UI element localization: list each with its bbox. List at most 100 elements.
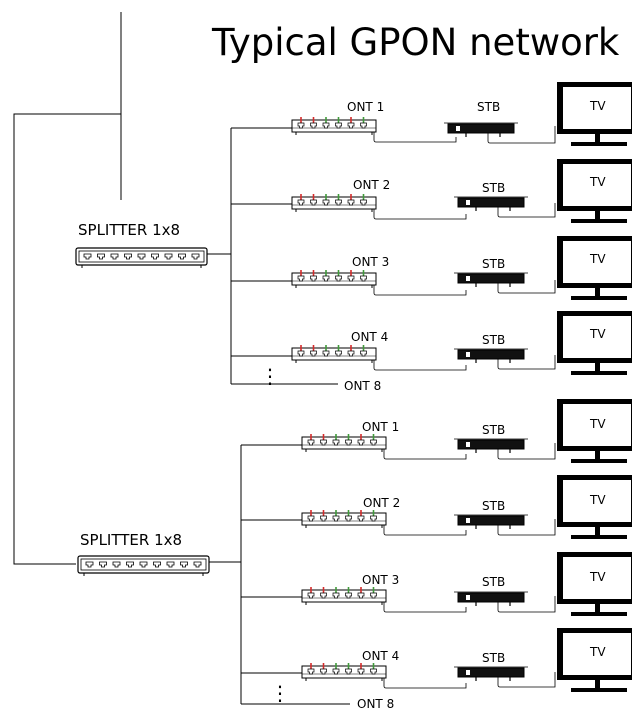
ont-port-icon bbox=[310, 199, 317, 206]
stb-tv-cable bbox=[497, 203, 556, 218]
splitter-port-icon bbox=[124, 253, 132, 260]
ont-port-icon bbox=[320, 668, 327, 675]
stb-display bbox=[466, 276, 470, 281]
stb-body bbox=[457, 349, 525, 360]
stb-tv-cable bbox=[497, 443, 556, 460]
tv-stand bbox=[571, 535, 627, 539]
ont-port-icon bbox=[307, 439, 315, 446]
ont-port-icon bbox=[360, 275, 367, 282]
tv-screen bbox=[563, 480, 631, 522]
stb-label: STB bbox=[482, 257, 505, 271]
stb-body bbox=[457, 592, 525, 603]
ont-port-icon bbox=[310, 122, 317, 129]
tv-neck bbox=[595, 604, 600, 612]
diagram-title: Typical GPON network bbox=[211, 21, 620, 64]
tv-neck bbox=[595, 211, 600, 219]
tv-screen bbox=[563, 316, 631, 358]
tv-screen bbox=[563, 164, 631, 206]
tv-label: TV bbox=[589, 252, 606, 266]
ont-label: ONT 2 bbox=[353, 178, 390, 192]
ont-port-icon bbox=[360, 199, 367, 206]
splitter-port-icon bbox=[166, 561, 175, 568]
tv-neck bbox=[595, 363, 600, 371]
stb-tv-cable bbox=[497, 519, 556, 536]
ont-row-2-3 bbox=[301, 552, 632, 616]
ont-port-icon bbox=[347, 350, 355, 357]
stb-display bbox=[466, 518, 470, 523]
ont-port-icon bbox=[322, 122, 330, 129]
tv-label: TV bbox=[589, 175, 606, 189]
ont-stb-cable bbox=[373, 132, 457, 143]
ont-port-icon bbox=[332, 439, 340, 446]
ont-port-icon bbox=[320, 592, 327, 599]
splitter-1-device bbox=[75, 247, 208, 268]
ont-port-icon bbox=[347, 122, 355, 129]
stb-body bbox=[457, 667, 525, 678]
ont-port-icon bbox=[297, 275, 305, 282]
splitter-2-label: SPLITTER 1x8 bbox=[80, 531, 182, 549]
tv-label: TV bbox=[589, 645, 606, 659]
ont-row-2-1 bbox=[301, 399, 632, 463]
tv-stand bbox=[571, 142, 627, 146]
tv-stand bbox=[571, 612, 627, 616]
ont-label: ONT 2 bbox=[363, 496, 400, 510]
stb-label: STB bbox=[482, 575, 505, 589]
ont-port-icon bbox=[307, 668, 315, 675]
ont-label: ONT 4 bbox=[362, 649, 399, 663]
ont-label: ONT 1 bbox=[347, 100, 384, 114]
stb-label: STB bbox=[482, 423, 505, 437]
splitter-port-icon bbox=[112, 561, 121, 568]
tv-stand bbox=[571, 688, 627, 692]
splitter-port-icon bbox=[99, 561, 107, 568]
ont-stb-cable bbox=[383, 449, 467, 460]
splitter-port-icon bbox=[191, 253, 200, 260]
splitter-port-icon bbox=[164, 253, 173, 260]
ont-port-icon bbox=[322, 350, 330, 357]
stb-tv-cable bbox=[497, 355, 556, 370]
tv-label: TV bbox=[589, 327, 606, 341]
ont-port-icon bbox=[297, 122, 305, 129]
tv-screen bbox=[563, 241, 631, 283]
tv-screen bbox=[563, 557, 631, 599]
ont-port-icon bbox=[370, 592, 377, 599]
tv-screen bbox=[563, 87, 631, 129]
stb-display bbox=[456, 126, 460, 131]
tv-label: TV bbox=[589, 570, 606, 584]
ont-stb-cable bbox=[373, 360, 467, 371]
stb-tv-cable bbox=[497, 672, 556, 688]
splitter-port-icon bbox=[178, 253, 186, 260]
ont-stb-cable bbox=[373, 285, 467, 296]
ont-port-icon bbox=[360, 122, 367, 129]
ont-port-icon bbox=[370, 439, 377, 446]
ont-port-icon bbox=[322, 275, 330, 282]
stb-label: STB bbox=[482, 181, 505, 195]
ont-port-icon bbox=[357, 668, 365, 675]
splitter-port-icon bbox=[153, 561, 161, 568]
ont-port-icon bbox=[335, 275, 342, 282]
splitter-port-icon bbox=[110, 253, 119, 260]
stb-label: STB bbox=[482, 499, 505, 513]
ont-port-icon bbox=[347, 275, 355, 282]
tv-label: TV bbox=[589, 417, 606, 431]
tv-label: TV bbox=[589, 493, 606, 507]
ont-row-1-3 bbox=[291, 236, 632, 300]
ont-port-icon bbox=[335, 122, 342, 129]
stb-label: STB bbox=[482, 651, 505, 665]
splitter-1-branches bbox=[207, 127, 338, 385]
stb-label: STB bbox=[477, 100, 500, 114]
ont-port-icon bbox=[357, 592, 365, 599]
tv-stand bbox=[571, 219, 627, 223]
ellipsis-2: ⋮ bbox=[270, 681, 290, 705]
stb-tv-cable bbox=[487, 126, 556, 144]
tv-screen bbox=[563, 404, 631, 446]
splitter-group-2: SPLITTER 1x8 ⋮ ONT 8 ONT 1 STB TV ONT 2 … bbox=[77, 399, 632, 709]
stb-label: STB bbox=[482, 333, 505, 347]
splitter-2-branches bbox=[209, 444, 350, 705]
splitter-port-icon bbox=[151, 253, 159, 260]
ont-port-icon bbox=[335, 199, 342, 206]
stb-body bbox=[457, 273, 525, 284]
ont-label: ONT 3 bbox=[362, 573, 399, 587]
ont-port-icon bbox=[310, 350, 317, 357]
tv-neck bbox=[595, 680, 600, 688]
stb-body bbox=[447, 123, 515, 134]
